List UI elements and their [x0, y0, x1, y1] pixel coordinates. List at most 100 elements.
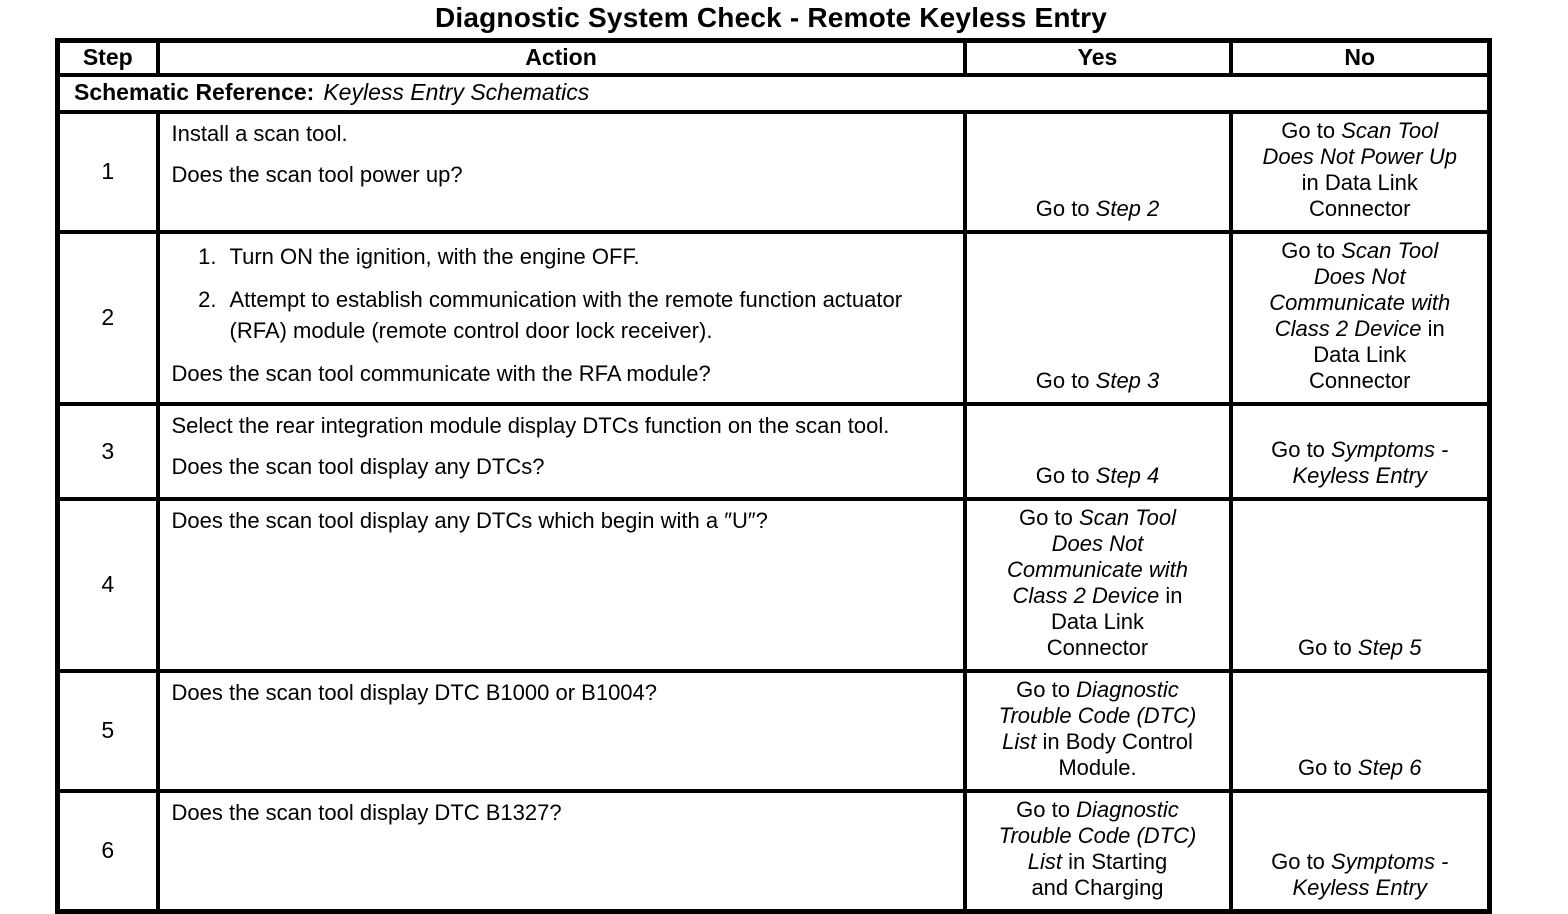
- result-line: Does Not: [973, 531, 1223, 557]
- plain-text: Data Link: [1313, 341, 1407, 367]
- plain-text: Go to: [1035, 367, 1096, 393]
- result-line: Go to Scan Tool: [1239, 238, 1482, 264]
- result-line: Go to Step 5: [1239, 635, 1482, 661]
- italic-text: Communicate with: [1269, 289, 1451, 315]
- italic-text: Trouble Code (DTC): [998, 702, 1197, 728]
- result-line: Trouble Code (DTC): [973, 703, 1223, 729]
- result-line: Data Link: [973, 609, 1223, 635]
- action-cell: Install a scan tool.Does the scan tool p…: [155, 109, 967, 234]
- list-number: 2.: [198, 286, 217, 312]
- result-line: Does Not: [1239, 264, 1482, 290]
- step-cell: 1: [55, 109, 160, 234]
- plain-text: in Data Link: [1301, 169, 1418, 195]
- result-line: List in Starting: [973, 849, 1223, 875]
- plain-text: Go to: [1297, 754, 1358, 780]
- result-line: Connector: [1239, 368, 1482, 394]
- italic-text: List: [1002, 728, 1037, 754]
- yes-cell: Go to Step 3: [962, 229, 1233, 406]
- plain-text: Go to: [1035, 462, 1096, 488]
- header-row: Step Action Yes No: [55, 38, 1492, 77]
- no-cell: Go to Step 6: [1228, 668, 1492, 793]
- plain-text: in Body Control: [1036, 728, 1193, 754]
- numbered-list-item: 2. Attempt to establish communication wit…: [172, 284, 947, 346]
- result-line: Does Not Power Up: [1239, 144, 1482, 170]
- plain-text: Connector: [1046, 634, 1149, 660]
- italic-text: Diagnostic: [1076, 796, 1179, 822]
- result-line: Keyless Entry: [1239, 875, 1482, 901]
- italic-text: Symptoms -: [1331, 848, 1449, 874]
- col-header-action: Action: [155, 38, 967, 77]
- yes-cell: Go to Step 4: [962, 401, 1233, 501]
- result-line: Class 2 Device in: [1239, 316, 1482, 342]
- italic-text: Step 6: [1357, 754, 1422, 780]
- result-line: Communicate with: [1239, 290, 1482, 316]
- italic-text: Does Not: [1051, 530, 1144, 556]
- plain-text: Connector: [1308, 367, 1411, 393]
- result-line: in Data Link: [1239, 170, 1482, 196]
- numbered-list-item: 1. Turn ON the ignition, with the engine …: [172, 241, 947, 272]
- no-cell: Go to Symptoms -Keyless Entry: [1228, 788, 1492, 913]
- plain-text: Go to: [1271, 848, 1332, 874]
- page-title: Diagnostic System Check - Remote Keyless…: [434, 2, 1108, 33]
- italic-text: Trouble Code (DTC): [998, 822, 1197, 848]
- action-cell: Does the scan tool display any DTCs whic…: [155, 496, 967, 673]
- table-row: 2 1. Turn ON the ignition, with the engine…: [55, 229, 1492, 406]
- plain-text: and Charging: [1031, 874, 1164, 900]
- step-cell: 2: [55, 229, 160, 406]
- result-line: and Charging: [973, 875, 1223, 901]
- result-line: List in Body Control: [973, 729, 1223, 755]
- result-line: Go to Scan Tool: [1239, 118, 1482, 144]
- list-number: 1.: [198, 243, 217, 269]
- italic-text: Does Not: [1313, 263, 1406, 289]
- italic-text: Step 4: [1095, 462, 1160, 488]
- result-line: Go to Step 6: [1239, 755, 1482, 781]
- result-line: Go to Scan Tool: [973, 505, 1223, 531]
- plain-text: Go to: [1281, 117, 1342, 143]
- result-line: Go to Diagnostic: [973, 677, 1223, 703]
- italic-text: Scan Tool: [1341, 237, 1439, 263]
- italic-text: Keyless Entry: [1292, 874, 1428, 900]
- result-line: Connector: [1239, 196, 1482, 222]
- plain-text: Module.: [1058, 754, 1137, 780]
- step-cell: 6: [55, 788, 160, 913]
- schematic-reference-label: Schematic Reference:: [74, 78, 315, 105]
- list-text: Turn ON the ignition, with the engine OF…: [229, 243, 640, 269]
- plain-text: Go to: [1271, 436, 1332, 462]
- action-cell: Does the scan tool display DTC B1000 or …: [155, 668, 967, 793]
- schematic-reference-cell: Schematic Reference:Keyless Entry Schema…: [55, 72, 1492, 114]
- plain-text: Go to: [1281, 237, 1342, 263]
- plain-text: in Starting: [1062, 848, 1168, 874]
- schematic-reference-row: Schematic Reference:Keyless Entry Schema…: [55, 72, 1492, 114]
- diagnostic-table: Step Action Yes No Schematic Reference:K…: [55, 38, 1492, 914]
- result-line: Go to Symptoms -: [1239, 849, 1482, 875]
- plain-text: Go to: [1297, 634, 1358, 660]
- italic-text: Communicate with: [1007, 556, 1188, 582]
- result-line: Go to Diagnostic: [973, 797, 1223, 823]
- col-header-step: Step: [55, 38, 160, 77]
- action-question: Does the scan tool communicate with the …: [171, 361, 711, 387]
- action-question: Does the scan tool display any DTCs?: [171, 453, 545, 479]
- plain-text: Go to: [1035, 195, 1096, 221]
- italic-text: Diagnostic: [1076, 676, 1179, 702]
- result-line: Connector: [973, 635, 1223, 661]
- plain-text: Data Link: [1051, 608, 1144, 634]
- action-cell: Select the rear integration module displ…: [155, 401, 967, 501]
- italic-text: Step 3: [1095, 367, 1160, 393]
- result-line: Module.: [973, 755, 1223, 781]
- action-line: Select the rear integration module displ…: [171, 412, 890, 438]
- list-text: Attempt to establish communication with …: [229, 286, 903, 343]
- italic-text: Step 2: [1095, 195, 1160, 221]
- result-line: Class 2 Device in: [973, 583, 1223, 609]
- result-line: Go to Step 4: [973, 463, 1223, 489]
- result-line: Data Link: [1239, 342, 1482, 368]
- result-line: Communicate with: [973, 557, 1223, 583]
- result-line: Keyless Entry: [1239, 463, 1482, 489]
- step-cell: 4: [55, 496, 160, 673]
- yes-cell: Go to Step 2: [962, 109, 1233, 234]
